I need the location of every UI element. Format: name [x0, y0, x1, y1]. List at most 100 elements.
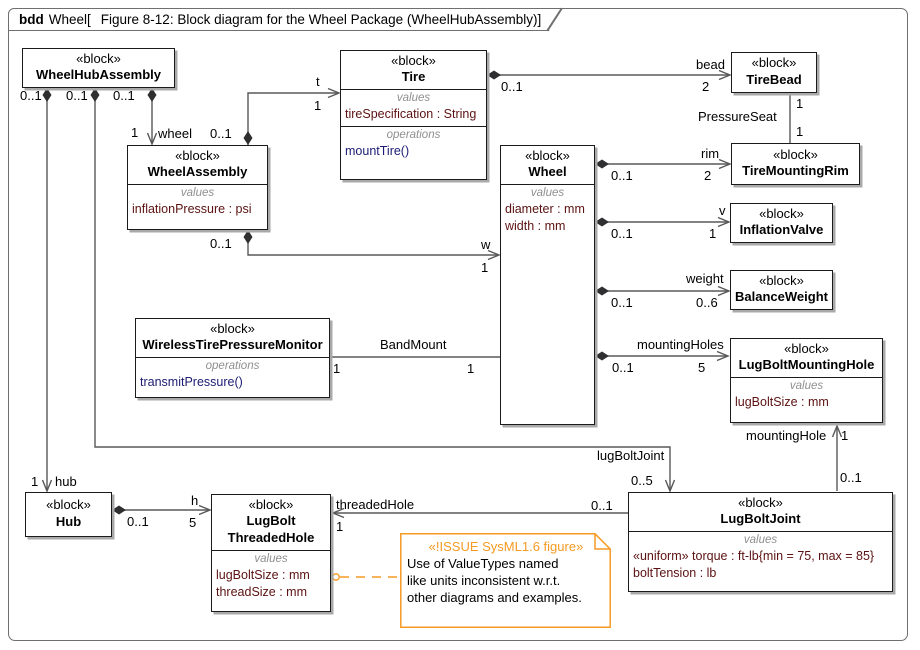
edge-line[interactable] — [247, 230, 498, 256]
compartment-values: values tireSpecification : String — [341, 89, 486, 126]
edge-threadedHoleAssociation[interactable] — [331, 507, 628, 519]
compartment-entry: diameter : mm — [505, 202, 585, 217]
edge-hComposition[interactable] — [112, 504, 212, 516]
edge-vComposition[interactable] — [595, 216, 731, 228]
block-name: Tire — [401, 69, 426, 85]
compartment-entry: boltTension : lb — [633, 565, 717, 580]
note-text-line: Use of ValueTypes named — [407, 556, 559, 571]
block-stereotype: «block» — [784, 341, 829, 356]
block-header: «block»WheelHubAssembly — [23, 49, 174, 87]
block-name: BalanceWeight — [735, 289, 828, 305]
composite-diamond — [243, 131, 253, 145]
note-shape — [400, 533, 611, 628]
block-name: WirelessTirePressureMonitor — [142, 337, 323, 353]
block-name: Hub — [55, 513, 82, 529]
composite-diamond — [595, 159, 609, 169]
block-stereotype: «block» — [759, 273, 804, 288]
note-stereotype: «!ISSUE SysML1.6 figure» — [428, 539, 584, 554]
edge-mountingHolesComposition[interactable] — [595, 350, 730, 362]
diagram-kind-label: bdd — [19, 12, 44, 27]
block-header: «block»TireBead — [732, 53, 816, 92]
block-header: «block»Tire — [341, 51, 486, 89]
issue-note[interactable]: «!ISSUE SysML1.6 figure» Use of ValueTyp… — [400, 533, 611, 628]
block-stereotype: «block» — [210, 321, 255, 336]
compartment-label: values — [743, 534, 778, 547]
open-arrowhead-icon — [717, 285, 731, 297]
compartment-entry: lugBoltSize : mm — [735, 395, 829, 410]
edge-mountingHoleAssociation[interactable] — [831, 424, 843, 491]
open-arrowhead-icon — [831, 424, 843, 438]
edge-line[interactable] — [94, 88, 671, 490]
open-arrowhead-icon — [664, 479, 676, 493]
compartment-label: values — [789, 380, 824, 393]
note-text-line: other diagrams and examples. — [407, 590, 582, 606]
edge-tireComposition[interactable] — [243, 87, 341, 146]
composite-diamond — [595, 351, 609, 361]
edge-line[interactable] — [247, 92, 338, 145]
compartment-entry: lugBoltSize : mm — [216, 567, 310, 582]
composite-diamond — [90, 88, 100, 102]
composite-diamond — [42, 88, 52, 102]
block-inflationValve[interactable]: «block»InflationValve — [730, 203, 833, 243]
open-arrowhead-icon — [716, 350, 730, 362]
block-wirelessTirePressureMonitor[interactable]: «block»WirelessTirePressureMonitor operat… — [135, 318, 330, 398]
block-stereotype: «block» — [751, 55, 797, 71]
compartment-entry: width : mm — [505, 218, 566, 233]
edge-wheelComposition[interactable] — [146, 88, 158, 146]
compartment-entry: threadSize : mm — [216, 584, 308, 599]
block-name: WheelHubAssembly — [36, 67, 161, 83]
block-tireMountingRim[interactable]: «block»TireMountingRim — [731, 143, 860, 185]
block-wheelHubAssembly[interactable]: «block»WheelHubAssembly — [22, 48, 175, 88]
compartment-label: operations — [205, 360, 260, 373]
compartment-operations: operations transmitPressure() — [136, 357, 329, 397]
diagram-context-label: Wheel[ — [48, 12, 91, 27]
block-name: LugBoltJoint — [720, 511, 801, 527]
block-header: «block»InflationValve — [731, 204, 832, 242]
block-balanceWeight[interactable]: «block»BalanceWeight — [730, 270, 833, 310]
block-tire[interactable]: «block»Tire values tireSpecification : Str… — [340, 50, 487, 180]
diagram-header-tab: bdd Wheel[ Figure 8-12: Block diagram fo… — [8, 8, 564, 31]
edge-beadComposition[interactable] — [487, 69, 732, 81]
note-text-line: like units inconsistent w.r.t. — [407, 573, 561, 589]
note-anchor-circle-icon — [332, 573, 340, 581]
edge-weightComposition[interactable] — [595, 285, 731, 297]
compartment-values: values lugBoltSize : mm — [731, 377, 882, 422]
edge-lugBoltJointComposition[interactable] — [90, 88, 676, 493]
edge-hubComposition[interactable] — [41, 88, 53, 493]
note-body: «!ISSUE SysML1.6 figure» Use of ValueTyp… — [400, 533, 611, 628]
composite-diamond — [487, 70, 501, 80]
composite-diamond — [147, 88, 157, 102]
block-stereotype: «block» — [76, 51, 121, 66]
open-arrowhead-icon — [146, 132, 158, 146]
open-arrowhead-icon — [487, 249, 501, 261]
block-header: «block»Wheel — [501, 146, 594, 184]
compartment-entry: transmitPressure() — [140, 375, 243, 390]
compartment-entry: tireSpecification : String — [345, 107, 477, 122]
block-stereotype: «block» — [773, 146, 818, 162]
block-stereotype: «block» — [391, 53, 436, 68]
block-tireBead[interactable]: «block»TireBead — [731, 52, 817, 93]
composite-diamond — [595, 217, 609, 227]
edge-wComposition[interactable] — [243, 230, 501, 261]
block-stereotype: «block» — [759, 206, 804, 221]
block-header: «block»TireMountingRim — [732, 144, 859, 184]
block-name: InflationValve — [739, 222, 824, 238]
block-header: «block»LugBoltMountingHole — [731, 339, 882, 377]
block-name: WheelAssembly — [147, 164, 248, 180]
block-name: LugBolt — [246, 513, 296, 529]
edge-rimComposition[interactable] — [595, 158, 732, 170]
block-name: ThreadedHole — [227, 530, 315, 546]
block-hub[interactable]: «block»Hub — [25, 492, 112, 537]
block-lugBoltMountingHole[interactable]: «block»LugBoltMountingHole values lugBoltS… — [730, 338, 883, 423]
note-outline — [400, 533, 611, 628]
block-stereotype: «block» — [248, 497, 294, 512]
compartment-label: values — [396, 92, 431, 105]
block-header: «block»BalanceWeight — [731, 271, 832, 309]
